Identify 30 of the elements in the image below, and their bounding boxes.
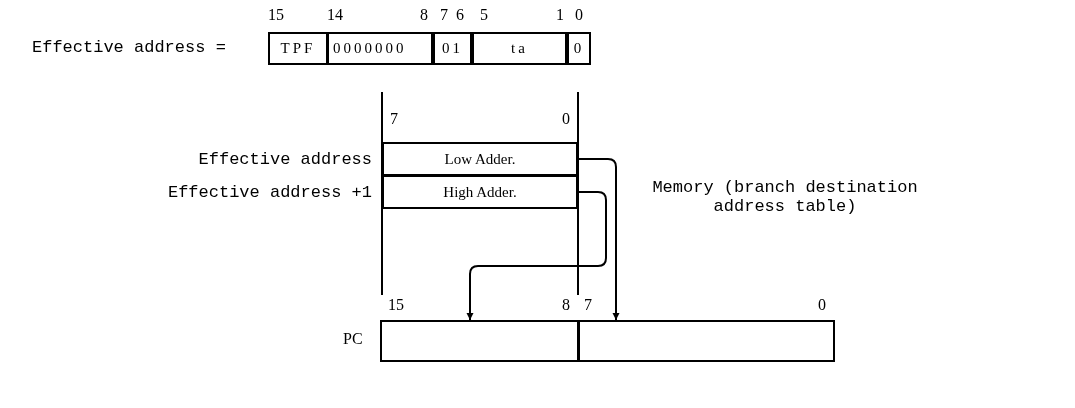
bit-number: 0 bbox=[575, 6, 583, 24]
bit-number: 15 bbox=[268, 6, 284, 24]
arrow bbox=[466, 191, 607, 321]
bit-number: 0 bbox=[562, 110, 570, 128]
memory-cell: Low Adder. bbox=[382, 142, 578, 176]
bit-number: 15 bbox=[388, 296, 404, 314]
address-label: Effective address bbox=[198, 150, 372, 169]
bit-number: 5 bbox=[480, 6, 488, 24]
register-box bbox=[578, 320, 835, 362]
register-box bbox=[380, 320, 579, 362]
arrow bbox=[577, 158, 620, 321]
bit-field: 0 bbox=[567, 32, 591, 65]
bit-number: 8 bbox=[420, 6, 428, 24]
register-label: Effective address = bbox=[32, 38, 226, 57]
bit-field: 0000000 bbox=[327, 32, 433, 65]
bit-field: ta bbox=[472, 32, 567, 65]
memory-label: Memory (branch destination address table) bbox=[651, 178, 919, 216]
bit-field: 01 bbox=[433, 32, 472, 65]
bit-number: 7 bbox=[584, 296, 592, 314]
address-label: Effective address +1 bbox=[167, 183, 372, 202]
bit-number: 7 bbox=[390, 110, 398, 128]
bit-number: 8 bbox=[562, 296, 570, 314]
bit-number: 1 bbox=[556, 6, 564, 24]
memory-cell: High Adder. bbox=[382, 175, 578, 209]
register-label: PC bbox=[343, 330, 363, 348]
bit-number: 7 bbox=[440, 6, 448, 24]
bit-field: TPF bbox=[268, 32, 328, 65]
bit-number: 14 bbox=[327, 6, 343, 24]
bit-number: 0 bbox=[818, 296, 826, 314]
bit-number: 6 bbox=[456, 6, 464, 24]
